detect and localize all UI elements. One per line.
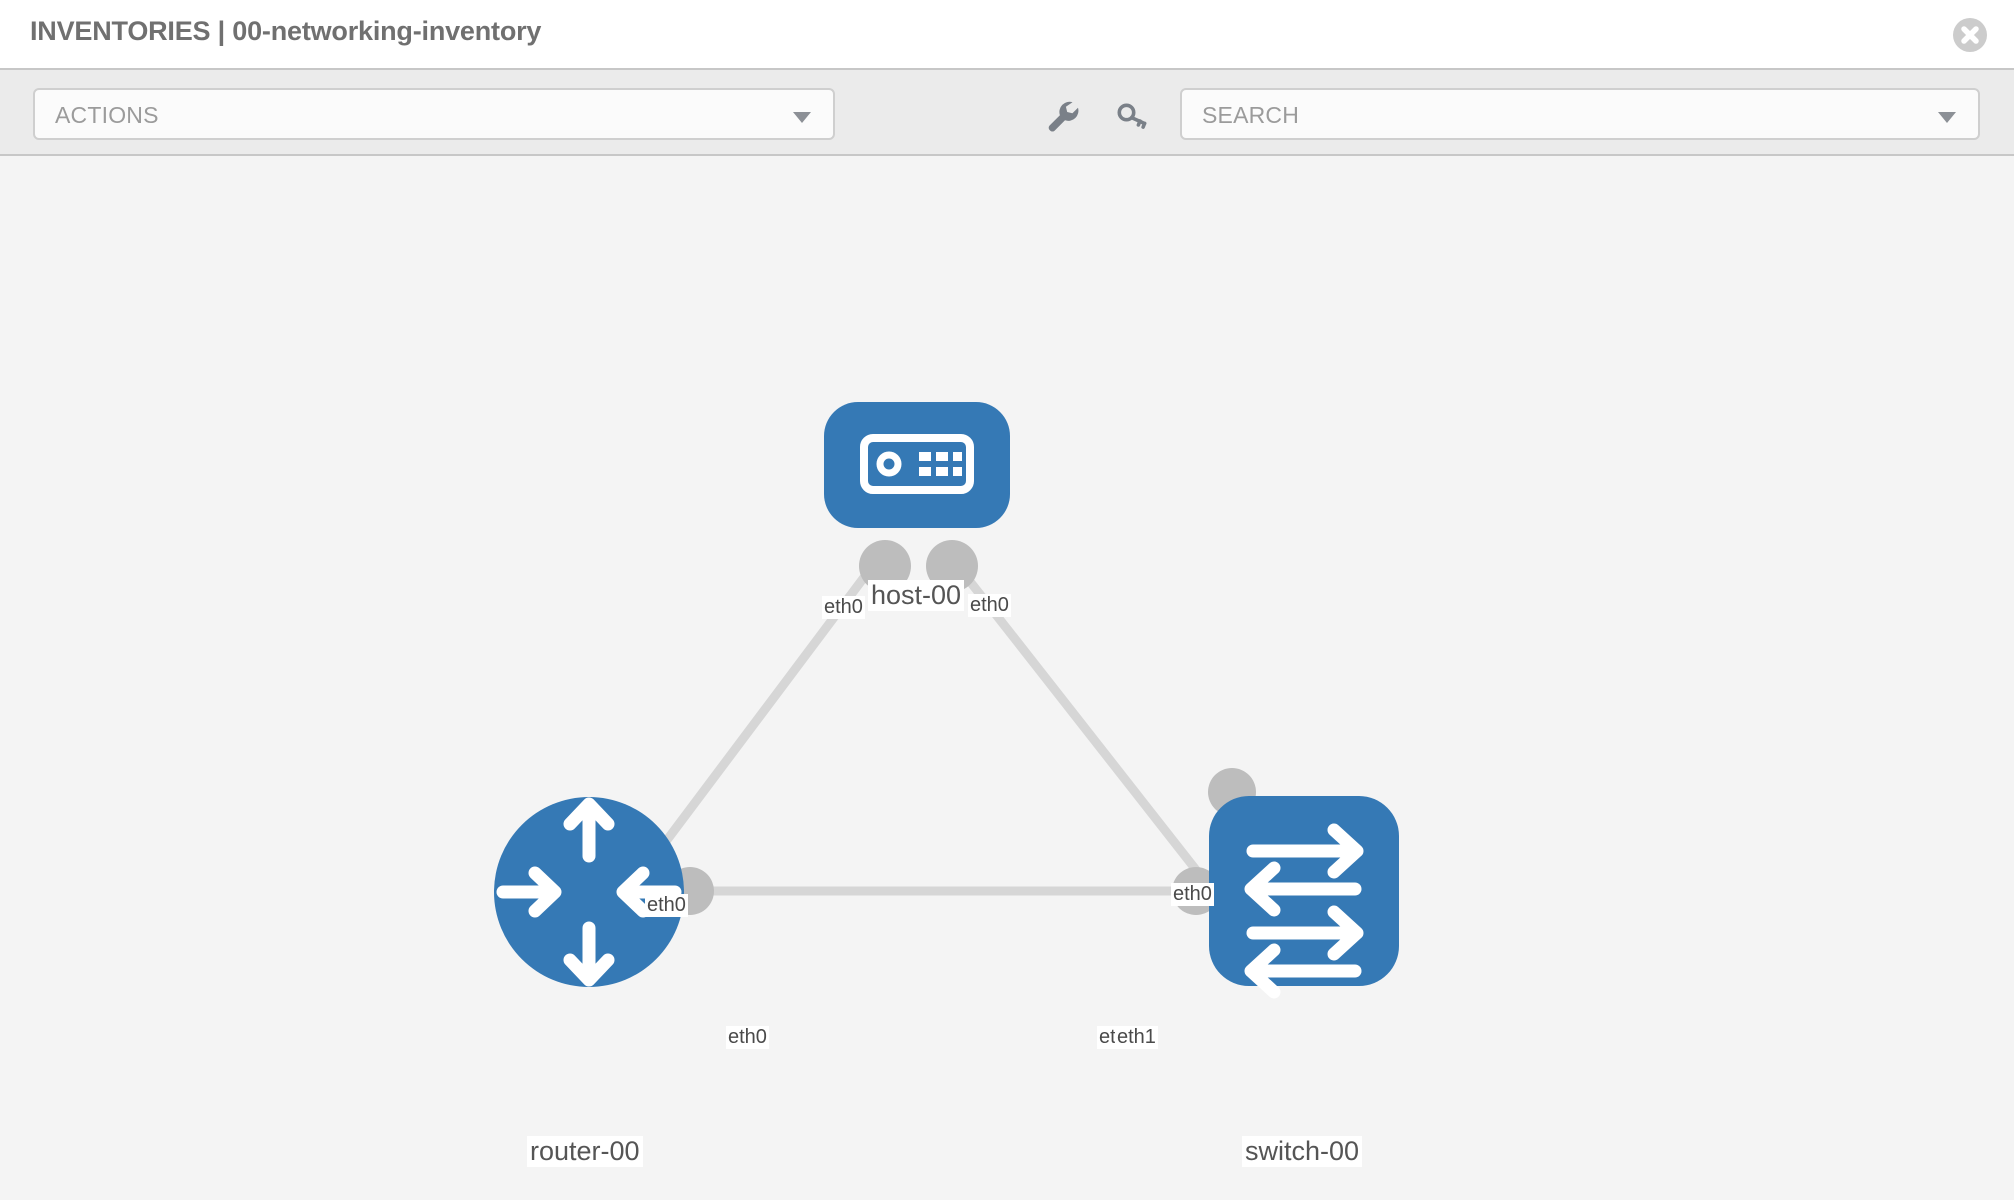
link-host-switch (946, 553, 1244, 929)
title-bar: INVENTORIES | 00-networking-inventory (0, 0, 2014, 68)
iface-label: eth0 (645, 894, 688, 917)
node-host-00 (824, 402, 1010, 528)
topology-canvas[interactable]: eth0 eth0 eth0 eth0 eth0 eth eth1 host-0… (0, 156, 2014, 1200)
iface-label: eth0 (1171, 883, 1214, 906)
node-label-switch-00: switch-00 (1242, 1136, 1363, 1167)
connector-host-left (859, 540, 911, 592)
chevron-down-icon (793, 112, 811, 123)
actions-dropdown[interactable]: ACTIONS (33, 88, 835, 140)
key-icon[interactable] (1112, 96, 1152, 136)
actions-dropdown-label: ACTIONS (55, 102, 159, 128)
node-label-host-00: host-00 (868, 580, 965, 611)
search-placeholder: SEARCH (1202, 102, 1300, 128)
chevron-down-icon[interactable] (1938, 112, 1956, 123)
search-input[interactable]: SEARCH (1180, 88, 1980, 140)
topology-graph (494, 402, 1399, 999)
iface-label: eth1 (1115, 1026, 1158, 1049)
page-title: INVENTORIES | 00-networking-inventory (30, 16, 542, 46)
topology-links (606, 553, 1244, 929)
node-label-router-00: router-00 (527, 1136, 643, 1167)
connector-host-right (926, 540, 978, 592)
node-router-00 (494, 797, 684, 987)
node-switch-00 (1209, 796, 1399, 999)
iface-label: eth0 (968, 594, 1011, 617)
iface-label: eth0 (822, 596, 865, 619)
close-icon[interactable] (1953, 18, 1987, 52)
iface-label: eth0 (726, 1026, 769, 1049)
toolbar: ACTIONS SEARCH (0, 68, 2014, 156)
wrench-icon[interactable] (1043, 96, 1083, 136)
